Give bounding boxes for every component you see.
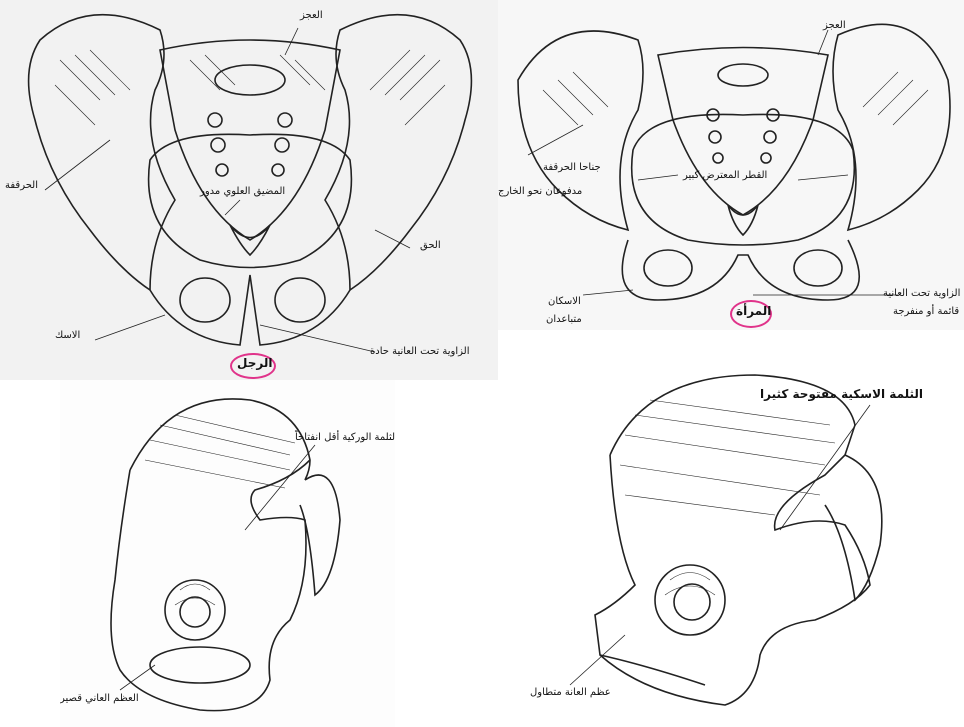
male-sciatic-notch-label: الثلمة الوركية أقل انفتاحاً xyxy=(295,432,395,443)
male-acetabulum-label: الحق xyxy=(420,240,441,251)
female-pelvis-panel: العجز جناحا الحرقفة مدفوعان نحو الخارج ا… xyxy=(498,0,964,330)
female-pubic-bone-label: عظم العانة متطاول xyxy=(530,687,611,698)
male-ilium-label: الحرقفة xyxy=(5,180,38,191)
male-sacrum-label: العجز xyxy=(300,10,323,21)
female-subpubic-angle-label-2: قائمة أو منفرجة xyxy=(893,306,959,317)
male-hip-bone-panel: الثلمة الوركية أقل انفتاحاً العظم العاني… xyxy=(60,380,395,727)
female-transverse-diameter-label: القطر المعترض كبير xyxy=(683,170,767,181)
male-caption: الرجل xyxy=(237,356,272,370)
female-caption: المرأة xyxy=(736,304,771,318)
female-sciatic-notch-label: الثلمة الاسكية مفتوحة كثيرا xyxy=(760,387,923,401)
male-inlet-label: المضيق العلوي مدور xyxy=(200,186,285,197)
male-subpubic-angle-label: الزاوية تحت العانية حادة xyxy=(370,346,469,357)
female-ischia-label-2: متباعدان xyxy=(546,314,582,325)
female-hip-bone-panel: الثلمة الاسكية مفتوحة كثيرا عظم العانة م… xyxy=(525,365,964,727)
male-pubic-bone-label: العظم العاني قصير xyxy=(60,693,139,704)
female-iliac-wings-label-2: مدفوعان نحو الخارج xyxy=(498,186,582,197)
female-subpubic-angle-label: الزاوية تحت العانية xyxy=(883,288,960,299)
female-ischia-label: الاسكان xyxy=(548,296,581,307)
female-sacrum-label: العجز xyxy=(823,20,846,31)
male-ischium-label: الاسك xyxy=(55,330,80,341)
male-pelvis-panel: العجز الحرقفة المضيق العلوي مدور الحق ال… xyxy=(0,0,498,380)
female-hip-bone-illustration xyxy=(525,365,964,727)
female-iliac-wings-label: جناحا الحرقفة xyxy=(543,162,601,173)
